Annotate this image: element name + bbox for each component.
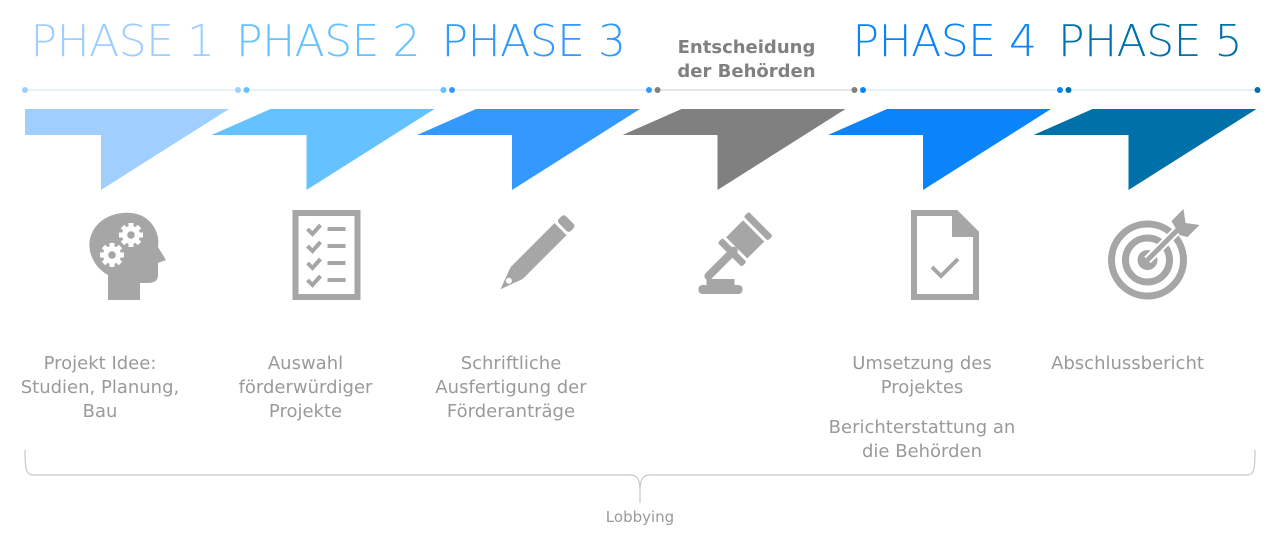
phase-title: PHASE 2 (236, 16, 420, 67)
list-line (327, 261, 346, 265)
bracket-label: Lobbying (605, 508, 675, 526)
description-paragraph: Schriftliche Ausfertigung der Förderantr… (435, 353, 587, 422)
clipboard-frame (292, 210, 361, 300)
phase-step-5 (828, 87, 1063, 300)
arrow-shaft (1145, 224, 1184, 262)
phase-step-4 (622, 87, 858, 294)
phase-title: PHASE 3 (441, 16, 626, 67)
checklist-icon (292, 210, 361, 300)
description-paragraph: Abschlussbericht (1051, 353, 1204, 374)
description-paragraph: Berichterstattung an die Behörden (828, 417, 1016, 462)
timeline-dot-start (1065, 87, 1072, 93)
list-line (327, 278, 346, 282)
timeline-dot-end (1057, 87, 1063, 93)
timeline-dot-end (440, 87, 447, 93)
head-shape (89, 212, 166, 300)
target-arrow-icon (1108, 209, 1200, 300)
check-mark (306, 274, 322, 288)
timeline-dot-start (654, 87, 661, 93)
timeline-dot-start (243, 87, 250, 93)
phase-arrow-shape (417, 109, 640, 190)
phase-title: PHASE 4 (852, 16, 1037, 67)
timeline-dot-end (235, 87, 241, 93)
phase-arrow-shape (828, 109, 1051, 190)
gavel-icon (698, 212, 772, 294)
phase-step-6 (1033, 87, 1261, 300)
phase-step-1 (22, 87, 241, 300)
phase-arrow-shape (622, 109, 846, 190)
decision-title: Entscheidung der Behörden (677, 37, 816, 82)
timeline-dot-start (22, 87, 28, 93)
timeline-dot-end (646, 87, 652, 93)
gavel-head (704, 212, 772, 281)
description-paragraph: Projekt Idee: Studien, Planung, Bau (20, 353, 180, 422)
document-fold (952, 213, 976, 237)
timeline-dot-start (860, 87, 866, 93)
pencil-icon (500, 215, 575, 290)
target-inner-ring (1122, 234, 1173, 286)
document-check-icon (911, 210, 979, 300)
timeline-dot-start (449, 87, 455, 93)
target-outer-ring (1108, 220, 1187, 300)
phase-title: PHASE 1 (30, 16, 215, 67)
step-description: Schriftliche Ausfertigung der Förderantr… (416, 352, 606, 424)
step-description: Abschlussbericht (1033, 352, 1223, 376)
phase-arrow-shape (1033, 109, 1257, 190)
timeline-dot-end (1254, 87, 1261, 93)
description-paragraph: Umsetzung des Projektes (852, 353, 992, 398)
document-frame (911, 210, 979, 300)
gavel-block (698, 285, 743, 294)
check-mark (306, 257, 322, 271)
gavel-block-top (706, 279, 735, 285)
gear-large (119, 223, 143, 247)
phase-arrow-shape (211, 109, 435, 190)
phase-step-3 (417, 87, 652, 290)
step-description: Projekt Idee: Studien, Planung, Bau (5, 352, 195, 424)
head-gears-icon (89, 212, 166, 300)
check-mark (930, 257, 960, 279)
phase-title: PHASE 5 (1058, 16, 1242, 67)
phase-step-2 (211, 87, 447, 300)
check-mark (306, 240, 322, 254)
check-mark (306, 223, 322, 237)
list-line (327, 227, 346, 231)
phase-arrow-shape (25, 109, 229, 190)
timeline-dot-end (851, 87, 858, 93)
lobbying-bracket (24, 449, 1256, 503)
pencil-body (500, 215, 575, 290)
description-paragraph: Auswahl förderwürdiger Projekte (238, 353, 373, 422)
gear-small (100, 243, 124, 267)
step-description: Auswahl förderwürdiger Projekte (211, 352, 401, 424)
arrow-fletching (1171, 209, 1200, 237)
list-line (327, 244, 346, 248)
